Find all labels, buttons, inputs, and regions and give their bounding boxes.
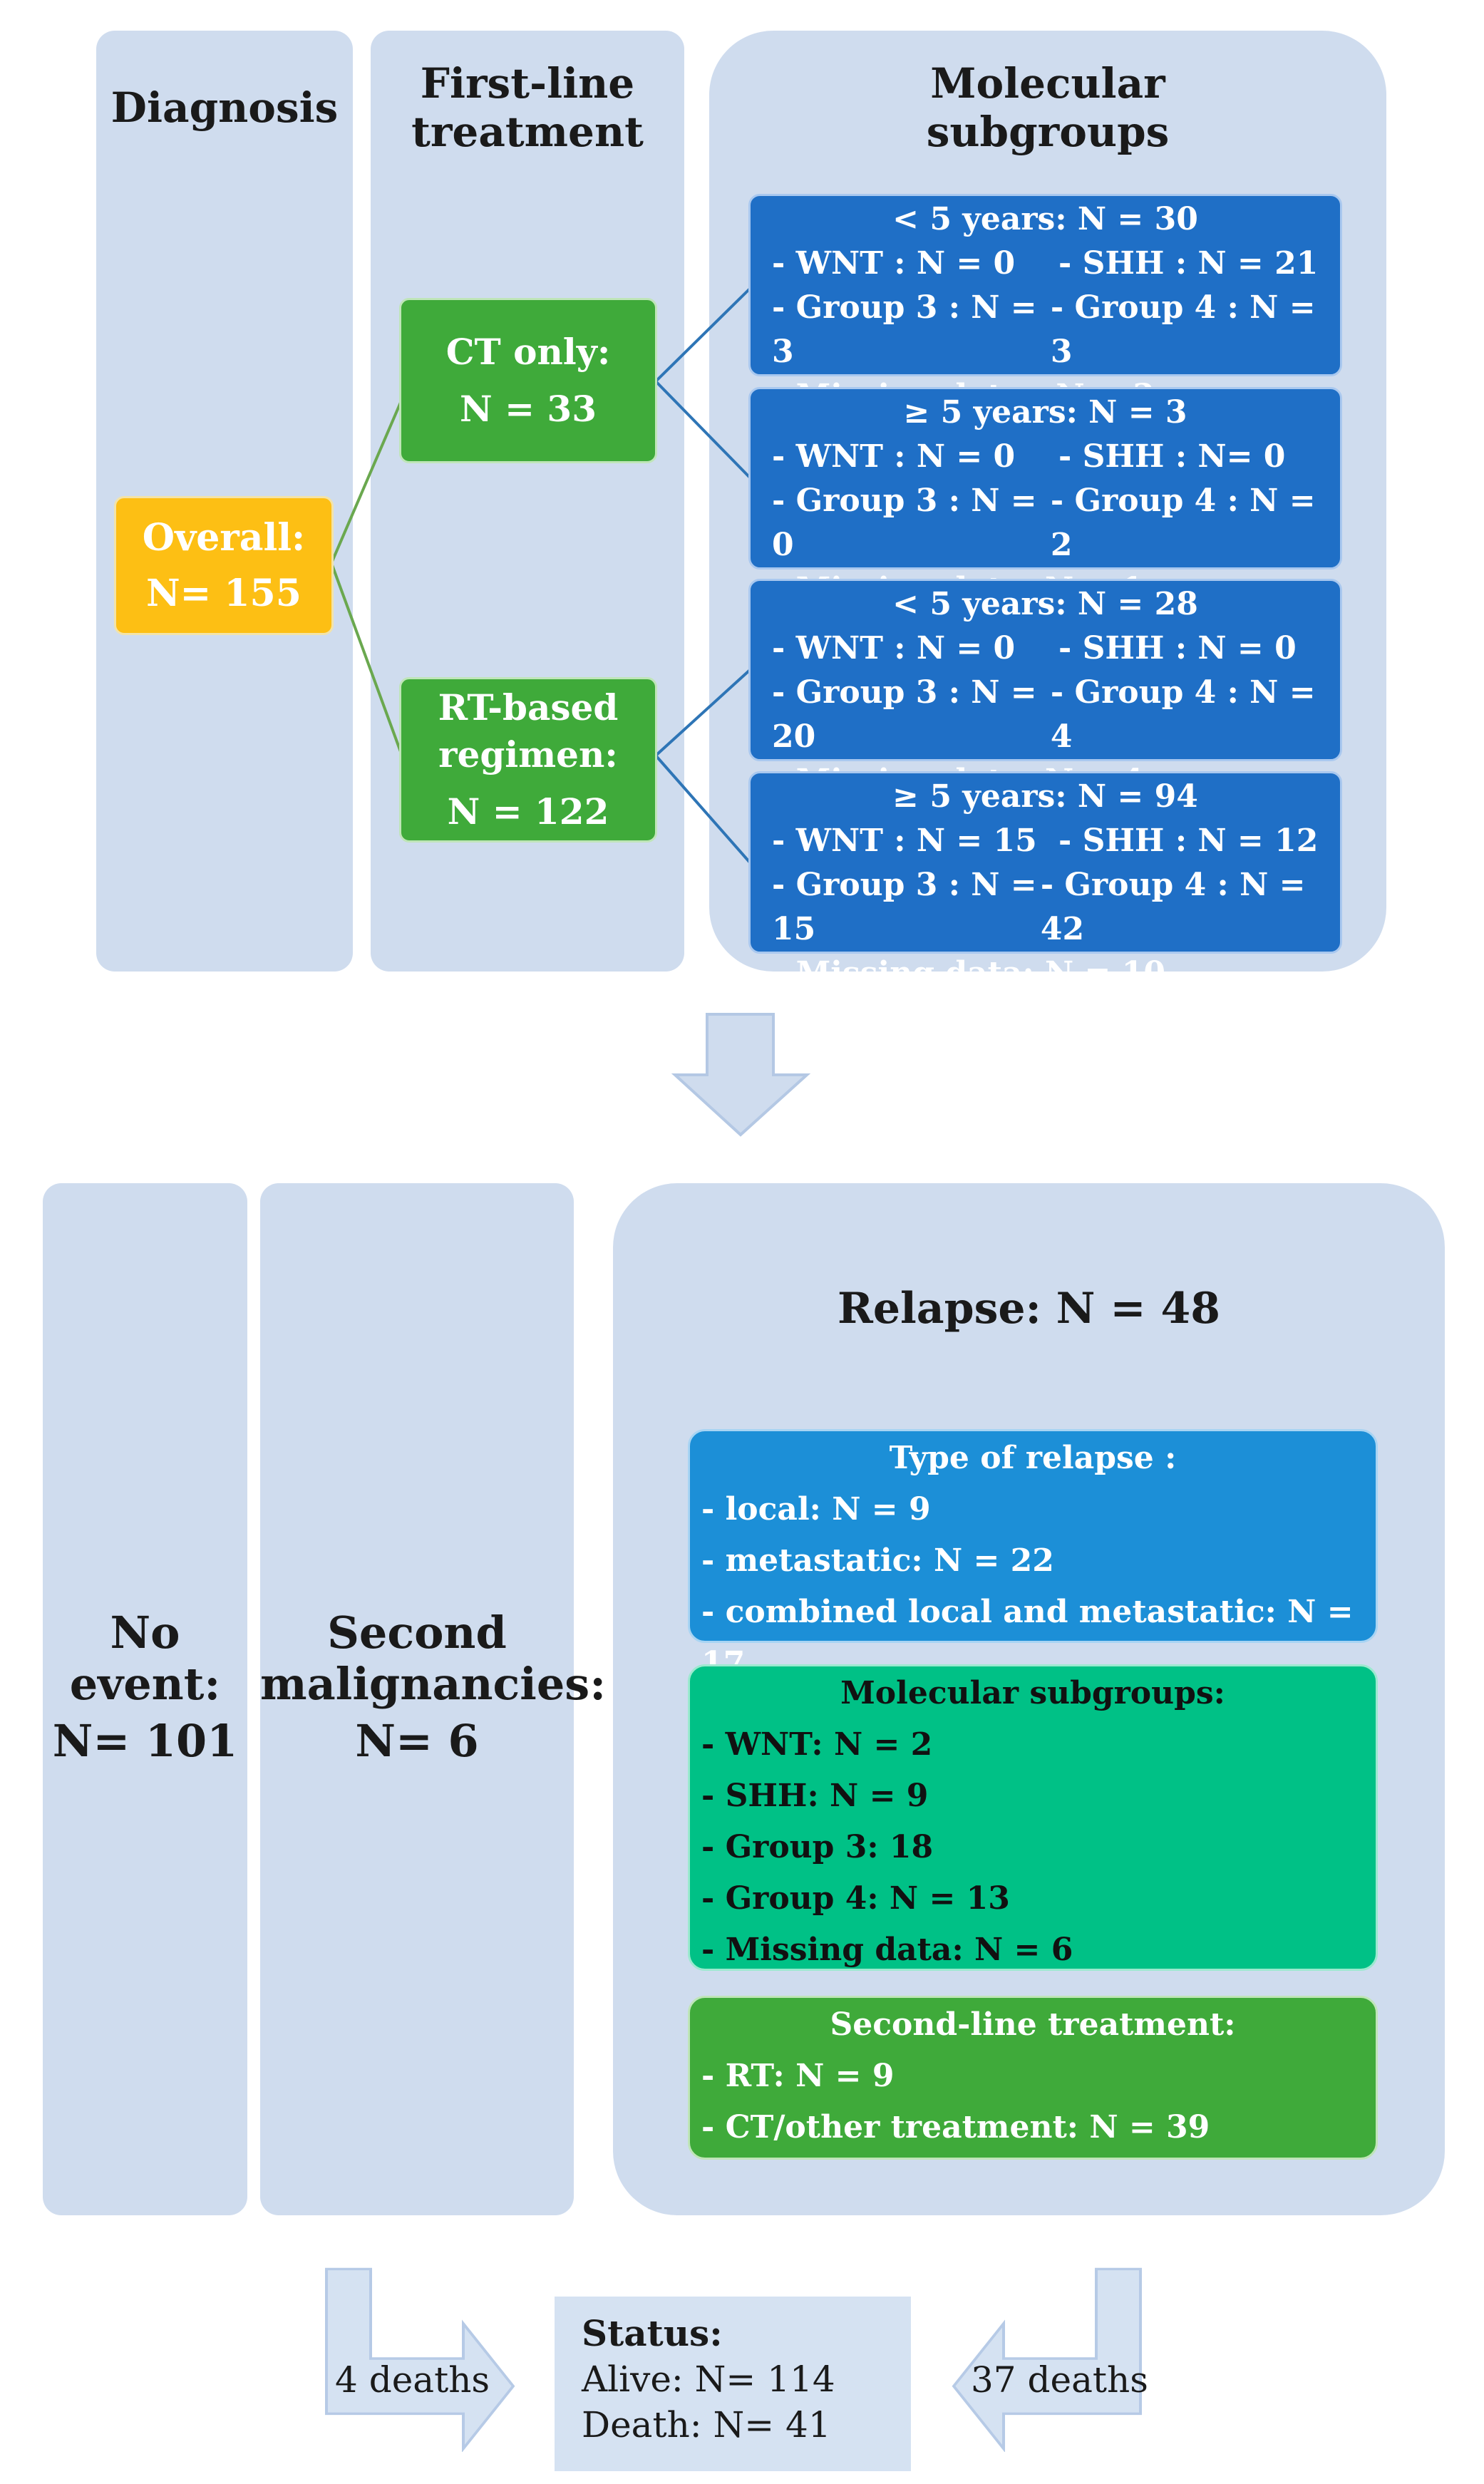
- rt-based-box: RT-based regimen: N = 122: [399, 677, 657, 842]
- relapse-type-item: - local: N = 9: [701, 1491, 931, 1527]
- subgroup-box-title: < 5 years: N = 28: [892, 586, 1198, 622]
- connector-rt-box4: [654, 754, 751, 864]
- no-event-value: N= 101: [52, 1715, 238, 1767]
- relapse-subgroup-item: - SHH: N = 9: [701, 1778, 929, 1814]
- status-title: Status:: [582, 2312, 723, 2354]
- group4-count: - Group 4 : N = 42: [1040, 867, 1306, 947]
- left-bend-arrow-icon: [325, 2267, 515, 2452]
- group3-count: - Group 3 : N = 0: [772, 483, 1037, 563]
- no-event-column: No event: N= 101: [43, 1183, 247, 2215]
- relapse-subgroups-title: Molecular subgroups:: [840, 1675, 1225, 1711]
- wnt-count: - WNT : N = 15: [772, 823, 1037, 859]
- ct-only-box: CT only: N = 33: [399, 298, 657, 463]
- group4-count: - Group 4 : N = 2: [1050, 483, 1316, 563]
- molecular-header-line1: Molecular: [930, 59, 1165, 108]
- subgroup-box-2: ≥ 5 years: N = 3 - WNT : N = 0 - SHH : N=…: [748, 387, 1342, 607]
- wnt-count: - WNT : N = 0: [772, 630, 1016, 666]
- right-deaths-label: 37 deaths: [971, 2359, 1148, 2401]
- second-line-item: - CT/other treatment: N = 39: [701, 2109, 1210, 2145]
- molecular-header-line2: subgroups: [926, 108, 1170, 156]
- overall-box: Overall: N= 155: [114, 496, 334, 635]
- connector-rt-box3: [654, 669, 751, 757]
- relapse-subgroup-item: - WNT: N = 2: [701, 1726, 933, 1763]
- relapse-type-title: Type of relapse :: [889, 1440, 1177, 1476]
- status-death: Death: N= 41: [582, 2404, 831, 2446]
- second-malignancies-column: Second malignancies: N= 6: [260, 1183, 607, 2215]
- rt-based-label-2: regimen:: [438, 733, 618, 775]
- connector-lines: [330, 287, 751, 864]
- second-malignancies-value: N= 6: [355, 1715, 479, 1767]
- second-malignancies-text: Second malignancies: N= 6: [260, 1607, 607, 1767]
- second-malignancies-line2: malignancies:: [260, 1658, 607, 1710]
- status-box: Status: Alive: N= 114 Death: N= 41: [555, 2297, 911, 2471]
- shh-count: - SHH : N= 0: [1058, 438, 1286, 475]
- no-event-line2: event:: [69, 1658, 221, 1710]
- wnt-count: - WNT : N = 0: [772, 438, 1016, 475]
- first-line-header-line2: treatment: [411, 108, 644, 156]
- no-event-line1: No: [110, 1607, 180, 1659]
- second-line-box: Second-line treatment: - RT: N = 9 - CT/…: [688, 1996, 1378, 2160]
- connector-ct-box2: [654, 380, 751, 479]
- overall-label: Overall:: [142, 515, 306, 560]
- ct-only-value: N = 33: [460, 388, 597, 430]
- left-deaths-label: 4 deaths: [335, 2359, 490, 2401]
- overall-value: N= 155: [146, 571, 302, 615]
- first-line-header-line1: First-line: [420, 59, 635, 108]
- group4-count: - Group 4 : N = 4: [1050, 674, 1316, 755]
- subgroup-box-3: < 5 years: N = 28 - WNT : N = 0 - SHH : N…: [748, 579, 1342, 799]
- down-arrow-icon: [671, 1013, 811, 1137]
- relapse-type-item: - combined local and metastatic: N = 17: [701, 1594, 1354, 1681]
- connector-overall-ct: [330, 398, 403, 564]
- rt-based-label-1: RT-based: [438, 686, 619, 728]
- shh-count: - SHH : N = 12: [1058, 823, 1319, 859]
- group3-count: - Group 3 : N = 3: [772, 289, 1037, 370]
- missing-count: - Missing data: N = 10: [772, 955, 1165, 991]
- relapse-type-item: - metastatic: N = 22: [701, 1542, 1054, 1579]
- subgroup-box-title: ≥ 5 years: N = 3: [903, 394, 1187, 431]
- wnt-count: - WNT : N = 0: [772, 245, 1016, 282]
- diagnosis-header: Diagnosis: [110, 83, 339, 132]
- shh-count: - SHH : N = 21: [1058, 245, 1319, 282]
- relapse-title: Relapse: N = 48: [837, 1284, 1221, 1334]
- subgroup-box-title: ≥ 5 years: N = 94: [892, 778, 1198, 815]
- group3-count: - Group 3 : N = 15: [772, 867, 1037, 947]
- molecular-header: Molecular subgroups: [709, 59, 1386, 156]
- connector-ct-box1: [654, 287, 751, 383]
- rt-based-value: N = 122: [447, 790, 609, 833]
- ct-only-label: CT only:: [445, 331, 611, 373]
- relapse-subgroups-box: Molecular subgroups: - WNT: N = 2 - SHH:…: [688, 1664, 1378, 1971]
- first-line-header: First-line treatment: [371, 59, 684, 156]
- relapse-subgroup-item: - Group 3: 18: [701, 1829, 934, 1865]
- shh-count: - SHH : N = 0: [1058, 630, 1297, 666]
- right-bend-arrow-icon: [952, 2267, 1142, 2452]
- group3-count: - Group 3 : N = 20: [772, 674, 1037, 755]
- subgroup-box-4: ≥ 5 years: N = 94 - WNT : N = 15 - SHH : …: [748, 771, 1342, 991]
- second-line-title: Second-line treatment:: [830, 2006, 1236, 2043]
- connector-overall-rt: [330, 562, 403, 756]
- status-alive: Alive: N= 114: [582, 2359, 835, 2400]
- second-malignancies-line1: Second: [327, 1607, 507, 1659]
- subgroup-box-1: < 5 years: N = 30 - WNT : N = 0 - SHH : N…: [748, 194, 1342, 414]
- group4-count: - Group 4 : N = 3: [1050, 289, 1316, 370]
- subgroup-box-title: < 5 years: N = 30: [892, 201, 1198, 237]
- relapse-subgroup-item: - Missing data: N = 6: [701, 1932, 1073, 1968]
- second-line-item: - RT: N = 9: [701, 2058, 895, 2094]
- no-event-text: No event: N= 101: [43, 1607, 247, 1767]
- relapse-subgroup-item: - Group 4: N = 13: [701, 1880, 1010, 1917]
- relapse-type-box: Type of relapse : - local: N = 9 - metas…: [688, 1429, 1378, 1681]
